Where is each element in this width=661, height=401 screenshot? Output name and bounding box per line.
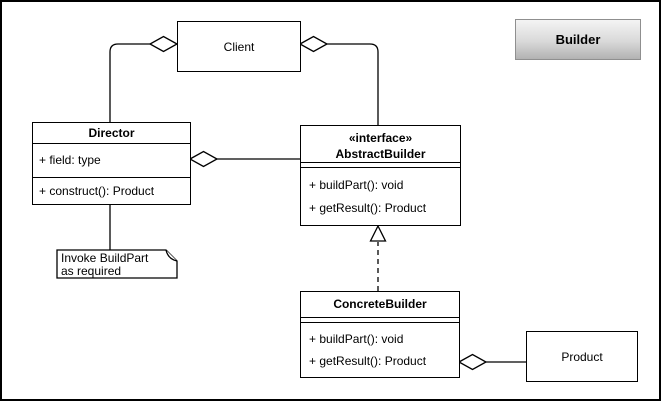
note-line: Invoke BuildPart [61,251,149,265]
aggregation-diamond-icon [457,353,488,371]
class-product[interactable]: Product [526,331,638,382]
class-concretebuilder[interactable]: ConcreteBuilder + buildPart(): void + ge… [300,291,460,378]
class-client[interactable]: Client [177,21,301,72]
empty-attributes-compartment [301,163,460,168]
connector-line [109,43,150,122]
class-method: + buildPart(): void [309,177,404,192]
class-name: Client [223,39,255,54]
aggregation-diamond-icon [298,35,329,53]
aggregation-diamond-icon [188,150,219,168]
class-header: «interface» AbstractBuilder [301,126,460,163]
diagram-title-label: Builder [555,32,601,47]
methods-compartment: + buildPart(): void + getResult(): Produ… [301,323,459,377]
aggregation-concretebuilder-product[interactable] [457,353,526,371]
note-shape[interactable] [56,249,178,279]
class-method: + getResult(): Product [309,201,427,216]
aggregation-director-abstractbuilder[interactable] [188,150,300,168]
note-line: as required [61,264,122,278]
empty-attributes-compartment [301,318,459,323]
diagram-title-box[interactable]: Builder [515,19,641,60]
note-fold-icon [165,249,178,262]
stereotype-label: «interface» [348,131,413,145]
connector-line [327,43,379,125]
class-director[interactable]: Director + field: type + construct(): Pr… [32,122,191,205]
class-abstractbuilder[interactable]: «interface» AbstractBuilder + buildPart(… [300,125,461,226]
class-method: + construct(): Product [39,184,155,198]
aggregation-client-director[interactable] [109,35,179,123]
class-attribute: + field: type [33,144,190,178]
aggregation-client-abstractbuilder[interactable] [298,35,379,126]
class-name: ConcreteBuilder [301,292,459,318]
methods-compartment: + buildPart(): void + getResult(): Produ… [301,168,460,225]
note-outline [56,249,178,279]
realization-concretebuilder-abstractbuilder[interactable] [369,224,387,291]
class-method: + buildPart(): void [309,331,404,346]
aggregation-diamond-icon [148,35,179,53]
class-name: AbstractBuilder [335,147,426,161]
class-method: + getResult(): Product [309,354,427,369]
hollow-triangle-arrowhead-icon [369,224,387,242]
note-text: Invoke BuildPart as required [61,252,173,278]
class-name: Product [561,349,603,364]
class-name: Director [33,123,190,144]
